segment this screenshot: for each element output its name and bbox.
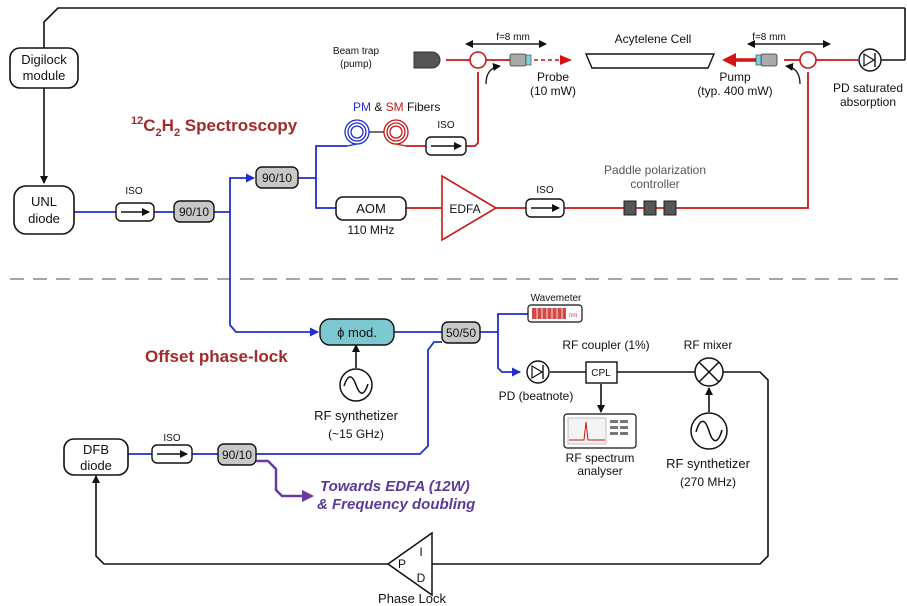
rf-synthesizer-2-icon xyxy=(690,412,728,450)
digilock-module-box xyxy=(9,47,79,89)
rf-mixer-icon xyxy=(694,357,724,387)
aom-label: AOM xyxy=(356,201,386,216)
f8mm-right-label: f=8 mm xyxy=(752,32,786,43)
pid-p-label: P xyxy=(398,557,406,571)
offset-phase-lock-title: Offset phase-lock xyxy=(145,347,288,366)
pm-fiber-spool xyxy=(344,119,370,147)
rf-spectrum-label-line2: analyser xyxy=(577,464,622,478)
phase-lock-label: Phase Lock xyxy=(378,591,446,606)
cpl-label: CPL xyxy=(591,368,611,379)
digilock-label-line1: Digilock xyxy=(21,52,67,67)
wavemeter-label: Wavemeter xyxy=(531,293,582,304)
phase-modulator-box xyxy=(319,318,395,346)
splitter-90-10-b-label: 90/10 xyxy=(262,171,292,185)
pd-saturated-icon xyxy=(858,8,906,72)
towards-label-line2: & Frequency doubling xyxy=(317,496,475,513)
pid-i-label: I xyxy=(419,545,422,559)
collimator-left xyxy=(509,53,532,67)
aom-frequency: 110 MHz xyxy=(347,223,394,237)
beam-trap-icon xyxy=(413,51,441,69)
circulator-right xyxy=(799,51,817,69)
beam-trap-label-line1: Beam trap xyxy=(333,46,380,57)
rf-spectrum-analyser-icon xyxy=(563,413,637,449)
splitter-90-10-a xyxy=(173,200,215,223)
wavemeter-unit: nm xyxy=(569,313,577,319)
edfa-amplifier xyxy=(441,174,498,242)
sm-fiber-spool xyxy=(383,119,409,147)
rf-coupler-label: RF coupler (1%) xyxy=(562,338,649,352)
circulator-left xyxy=(469,51,487,69)
splitter-90-10-a-label: 90/10 xyxy=(179,205,209,219)
iso-1-label: ISO xyxy=(125,186,142,197)
red-fibers xyxy=(406,59,858,209)
aom-box xyxy=(335,196,407,221)
unl-label-line2: diode xyxy=(28,211,60,226)
pid-controller xyxy=(386,531,433,597)
f8mm-left-label: f=8 mm xyxy=(496,32,530,43)
pid-d-label: D xyxy=(417,571,426,585)
rf-mixer-label: RF mixer xyxy=(684,338,733,352)
towards-label-line1: Towards EDFA (12W) xyxy=(320,478,470,495)
splitter-90-10-b xyxy=(255,166,299,189)
pd-sat-label-line1: PD saturated xyxy=(833,81,903,95)
spectroscopy-title: 12C2H2 Spectroscopy xyxy=(131,115,298,139)
dfb-label-line2: diode xyxy=(80,458,112,473)
collimator-right xyxy=(755,53,778,67)
rf-synth1-label-line2: (~15 GHz) xyxy=(328,427,384,441)
paddle-controller xyxy=(623,200,677,216)
iso-4-label: ISO xyxy=(163,433,180,444)
iso-2-label: ISO xyxy=(437,120,454,131)
wavemeter-icon: nm xyxy=(527,304,583,323)
unl-diode-box xyxy=(13,185,75,235)
rf-synthesizer-1-icon xyxy=(339,368,373,402)
unl-label-line1: UNL xyxy=(31,194,57,209)
pd-beat-label: PD (beatnote) xyxy=(499,389,574,403)
paddle-label-line2: controller xyxy=(630,177,679,191)
rf-spectrum-label-line1: RF spectrum xyxy=(566,451,635,465)
splitter-50-50 xyxy=(441,321,481,344)
rf-synth2-label-line1: RF synthetizer xyxy=(666,456,750,471)
iso-3-label: ISO xyxy=(536,185,553,196)
probe-label-line2: (10 mW) xyxy=(530,84,576,98)
cell-label: Acytelene Cell xyxy=(615,32,692,46)
dfb-diode-box xyxy=(63,438,129,476)
pd-sat-label-line2: absorption xyxy=(840,95,896,109)
probe-label-line1: Probe xyxy=(537,70,569,84)
rf-synth2-label-line2: (270 MHz) xyxy=(680,475,736,489)
splitter-90-10-c xyxy=(217,443,257,466)
dfb-label-line1: DFB xyxy=(83,442,109,457)
splitter-90-10-c-label: 90/10 xyxy=(222,448,252,462)
splitter-50-50-label: 50/50 xyxy=(446,326,476,340)
beam-trap-label-line2: (pump) xyxy=(340,59,372,70)
electrical-lines xyxy=(40,7,905,565)
acetylene-cell xyxy=(584,53,716,69)
fibers-label: PM & SM Fibers xyxy=(353,100,440,114)
towards-edfa-arrow xyxy=(256,459,314,502)
pd-beatnote-icon xyxy=(526,360,550,384)
phase-modulator-label: ϕ mod. xyxy=(337,325,377,340)
rf-coupler-box xyxy=(585,361,618,384)
paddle-label-line1: Paddle polarization xyxy=(604,163,706,177)
edfa-label: EDFA xyxy=(449,202,480,216)
pump-label-line2: (typ. 400 mW) xyxy=(697,84,772,98)
digilock-label-line2: module xyxy=(23,68,66,83)
pump-label-line1: Pump xyxy=(719,70,751,84)
blue-fibers xyxy=(74,145,528,455)
rf-synth1-label-line1: RF synthetizer xyxy=(314,408,398,423)
